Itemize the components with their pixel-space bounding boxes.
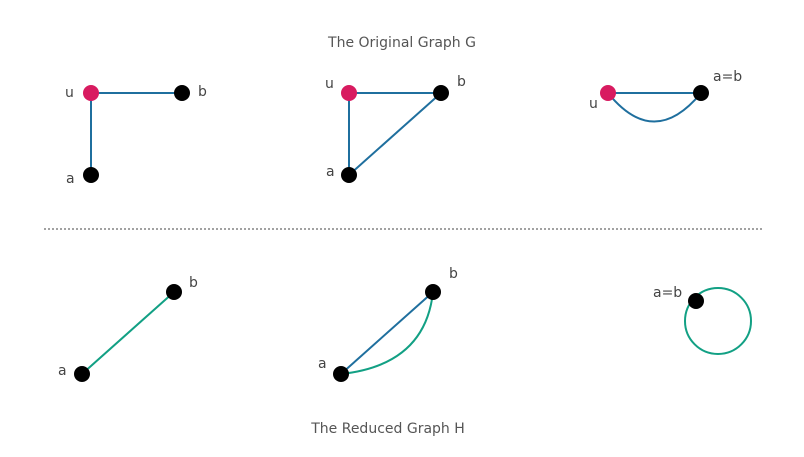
reduced-graph-3: a=b [653,285,752,355]
label-a: a [318,356,327,372]
vertex-a [83,167,99,183]
vertex-a [341,167,357,183]
vertex-a [333,366,349,382]
reduced-graph-1: a b [58,275,198,382]
edge-a-b-curved [340,291,434,375]
vertex-u [341,85,357,101]
label-b: b [457,74,466,90]
vertex-ab [693,85,709,101]
vertex-a [74,366,90,382]
loop-edge [684,287,752,355]
vertex-ab [688,293,704,309]
label-u: u [65,85,74,101]
original-graph-1: u b a [65,84,207,187]
label-b: b [189,275,198,291]
vertex-b [174,85,190,101]
original-graph-2: u b a [325,74,466,183]
label-b: b [449,266,458,282]
label-a: a [326,164,335,180]
label-u: u [589,96,598,112]
edge-u-ab-curved [607,92,702,123]
reduced-graph-2: a b [318,266,458,382]
vertex-b [425,284,441,300]
edge-a-b [81,291,175,375]
label-a: a [58,363,67,379]
top-title: The Original Graph G [327,35,476,51]
original-graph-3: u a=b [589,69,742,123]
bottom-title: The Reduced Graph H [310,421,465,437]
label-ab: a=b [653,285,682,301]
vertex-b [433,85,449,101]
label-a: a [66,171,75,187]
vertex-u [83,85,99,101]
label-u: u [325,76,334,92]
label-b: b [198,84,207,100]
label-ab: a=b [713,69,742,85]
edge-a-b [348,92,442,176]
vertex-u [600,85,616,101]
vertex-b [166,284,182,300]
edge-a-b [340,291,434,375]
